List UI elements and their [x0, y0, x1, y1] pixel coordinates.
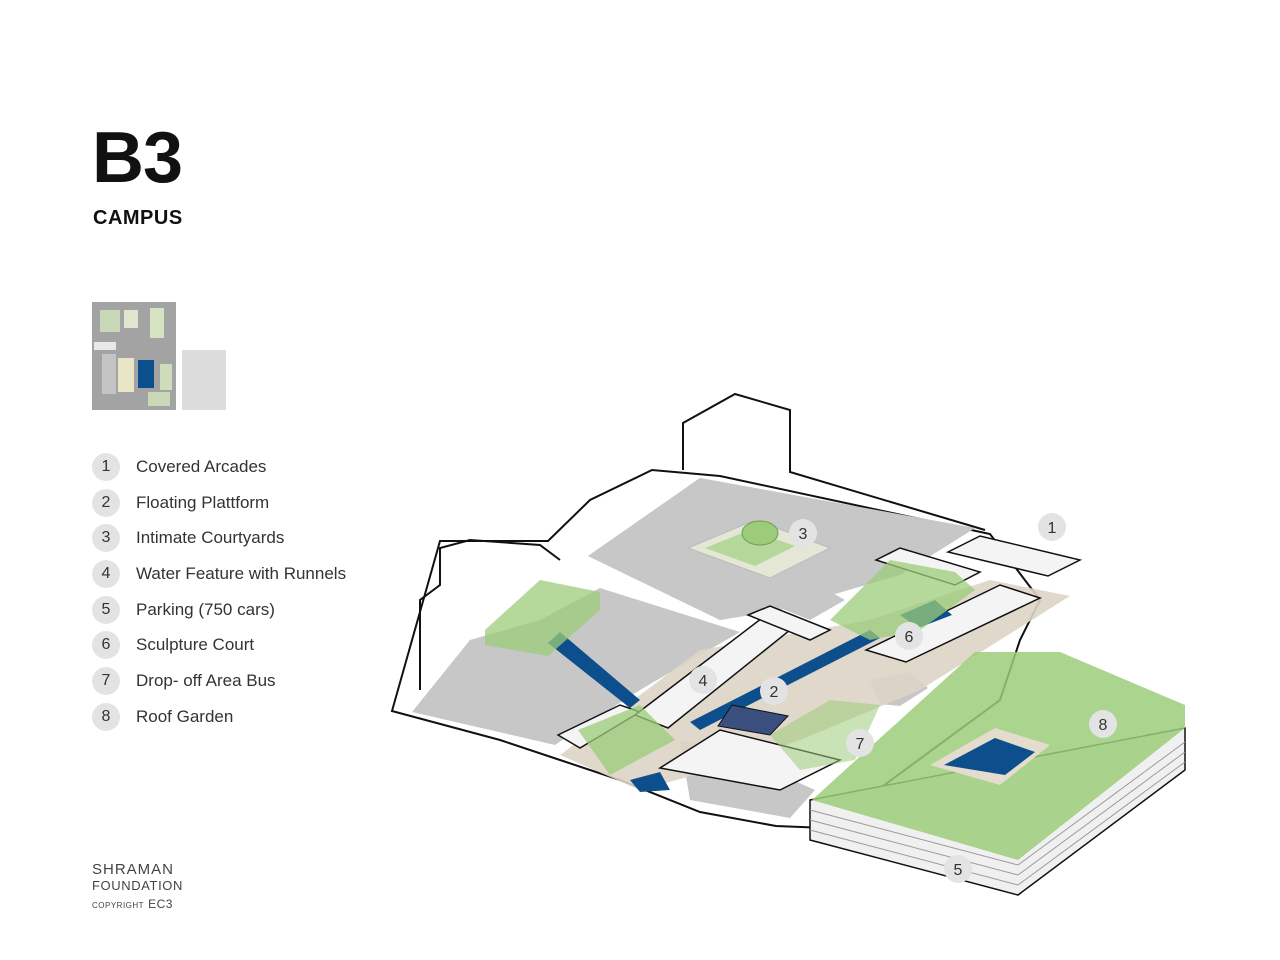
footer-line-2: FOUNDATION	[92, 878, 183, 893]
callout-label: 6	[905, 629, 914, 646]
callout-label: 4	[699, 673, 708, 690]
legend-number: 7	[92, 666, 120, 695]
legend-number: 5	[92, 595, 120, 624]
callout-4: 4	[689, 666, 717, 694]
copyright-label: COPYRIGHT	[92, 901, 145, 910]
legend-number: 6	[92, 631, 120, 660]
legend: 1 Covered Arcades 2 Floating Plattform 3…	[92, 449, 346, 735]
callout-label: 8	[1099, 717, 1108, 734]
callout-label: 2	[770, 684, 779, 701]
site-outline	[390, 468, 1042, 830]
key-map-site	[182, 350, 226, 410]
callout-3: 3	[789, 519, 817, 547]
arcade-building	[746, 605, 832, 641]
legend-label: Water Feature with Runnels	[136, 563, 347, 583]
footer-line-1: SHRAMAN	[92, 861, 175, 878]
site-outline-west	[419, 538, 561, 690]
roof-pool	[944, 738, 1035, 775]
legend-number: 3	[92, 524, 120, 553]
callout-1: 1	[1038, 513, 1066, 541]
legend-label: Floating Plattform	[136, 492, 270, 512]
legend-item: 4 Water Feature with Runnels	[92, 556, 346, 592]
page-title: B3	[92, 118, 183, 198]
legend-item: 1 Covered Arcades	[92, 449, 346, 485]
legend-number: 4	[92, 559, 120, 588]
legend-label: Parking (750 cars)	[136, 599, 275, 619]
site-outline-north	[682, 392, 986, 531]
callout-6: 6	[895, 622, 923, 650]
legend-number: 2	[92, 488, 120, 517]
legend-label: Intimate Courtyards	[136, 528, 285, 548]
legend-number: 8	[92, 702, 120, 731]
callout-5: 5	[944, 855, 972, 883]
page-subtitle: CAMPUS	[93, 207, 183, 229]
legend-label: Roof Garden	[136, 706, 234, 726]
campus-axonometric-diagram: 1 2 3 4 5 6 7 8	[390, 392, 1186, 896]
callout-label: 1	[1048, 520, 1057, 537]
tree-canopy-south	[578, 705, 675, 775]
callout-7: 7	[846, 729, 874, 757]
callout-label: 7	[856, 736, 865, 753]
tree-canopy-west	[485, 580, 600, 656]
legend-item: 6 Sculpture Court	[92, 627, 346, 663]
legend-label: Covered Arcades	[136, 456, 267, 476]
legend-item: 5 Parking (750 cars)	[92, 592, 346, 628]
callout-label: 5	[954, 862, 963, 879]
legend-item: 2 Floating Plattform	[92, 485, 346, 521]
copyright-mark: EC3	[148, 897, 173, 911]
legend-item: 7 Drop- off Area Bus	[92, 663, 346, 699]
callout-2: 2	[760, 677, 788, 705]
key-map-water	[138, 360, 154, 388]
water-runnel	[548, 632, 640, 708]
water-runnel-south	[630, 772, 670, 792]
legend-item: 3 Intimate Courtyards	[92, 520, 346, 556]
ground-parcel-west	[412, 588, 740, 745]
courtyard-tree	[741, 520, 779, 546]
legend-label: Drop- off Area Bus	[136, 670, 276, 690]
legend-label: Sculpture Court	[136, 635, 255, 655]
water-feature-4	[690, 630, 880, 730]
arcade-building	[945, 535, 1083, 577]
callout-8: 8	[1089, 710, 1117, 738]
callout-label: 3	[799, 526, 808, 543]
legend-number: 1	[92, 452, 120, 481]
tree-canopy-6	[830, 560, 975, 640]
legend-item: 8 Roof Garden	[92, 699, 346, 735]
key-map	[92, 302, 226, 410]
